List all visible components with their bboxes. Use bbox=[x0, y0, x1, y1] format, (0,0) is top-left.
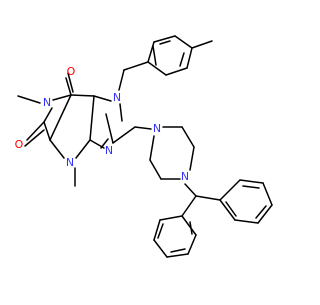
single-bond bbox=[65, 77, 72, 96]
single-bond bbox=[147, 61, 167, 76]
single-bond bbox=[181, 195, 197, 217]
oxygen-atom-c2: O bbox=[15, 138, 24, 151]
single-bond bbox=[118, 69, 125, 91]
single-bond bbox=[184, 183, 197, 197]
double-bond-line bbox=[242, 185, 260, 189]
single-bond bbox=[149, 135, 155, 161]
single-bond bbox=[147, 41, 155, 63]
single-bond bbox=[187, 234, 197, 255]
single-bond bbox=[43, 107, 53, 123]
single-bond bbox=[234, 219, 259, 224]
single-bond bbox=[239, 179, 264, 184]
nitrogen-atom-piperazine-bottom: N bbox=[181, 170, 189, 183]
single-bond bbox=[134, 126, 152, 130]
double-bond-line bbox=[189, 221, 193, 235]
single-bond bbox=[153, 239, 168, 258]
single-bond bbox=[174, 35, 193, 49]
double-bond-line bbox=[179, 52, 185, 67]
molecule-canvas: O O N N N N N N bbox=[15, 35, 273, 258]
double-bond-line bbox=[100, 138, 109, 149]
nitrogen-atom-piperazine-top: N bbox=[153, 122, 161, 135]
single-bond bbox=[119, 103, 123, 122]
atom-layer: O O N N N N N N bbox=[15, 65, 189, 183]
single-bond bbox=[43, 121, 51, 141]
single-bond bbox=[181, 126, 195, 148]
single-bond bbox=[112, 126, 136, 144]
single-bond bbox=[257, 204, 273, 224]
molecule-structure: O O N N N N N N bbox=[15, 35, 273, 258]
nitrogen-atom-n7: N bbox=[113, 91, 121, 104]
double-bond-line bbox=[225, 201, 237, 217]
single-bond bbox=[105, 113, 114, 144]
single-bond bbox=[149, 159, 162, 180]
single-bond bbox=[219, 199, 236, 221]
single-bond bbox=[219, 179, 241, 201]
double-bond-line bbox=[67, 72, 74, 93]
single-bond bbox=[166, 253, 189, 258]
single-bond bbox=[191, 40, 213, 49]
nitrogen-atom-n1: N bbox=[43, 96, 51, 109]
single-bond bbox=[52, 94, 72, 101]
single-bond bbox=[181, 215, 197, 236]
double-bond-line bbox=[159, 40, 171, 45]
single-bond bbox=[186, 47, 193, 69]
double-bond-line bbox=[157, 223, 164, 239]
single-bond bbox=[75, 139, 91, 159]
single-bond bbox=[153, 35, 176, 43]
nitrogen-atom-n3: N bbox=[66, 156, 74, 169]
single-bond bbox=[89, 95, 95, 141]
double-bond-line bbox=[255, 205, 267, 219]
single-bond bbox=[93, 95, 112, 102]
double-bond-line bbox=[152, 45, 157, 66]
single-bond bbox=[262, 182, 273, 206]
single-bond bbox=[123, 61, 149, 71]
double-bond-line bbox=[24, 129, 45, 147]
single-bond bbox=[165, 67, 188, 76]
single-bond bbox=[189, 146, 195, 171]
double-bond-line bbox=[170, 248, 186, 253]
nitrogen-atom-n9: N bbox=[105, 144, 113, 157]
single-bond bbox=[26, 121, 45, 141]
bond-layer bbox=[17, 35, 273, 258]
single-bond bbox=[49, 94, 72, 141]
single-bond bbox=[70, 94, 95, 97]
single-bond bbox=[153, 219, 161, 241]
single-bond bbox=[17, 95, 41, 104]
single-bond bbox=[195, 195, 221, 201]
single-bond bbox=[159, 215, 183, 221]
single-bond bbox=[49, 139, 65, 159]
oxygen-atom-c6: O bbox=[67, 65, 76, 78]
